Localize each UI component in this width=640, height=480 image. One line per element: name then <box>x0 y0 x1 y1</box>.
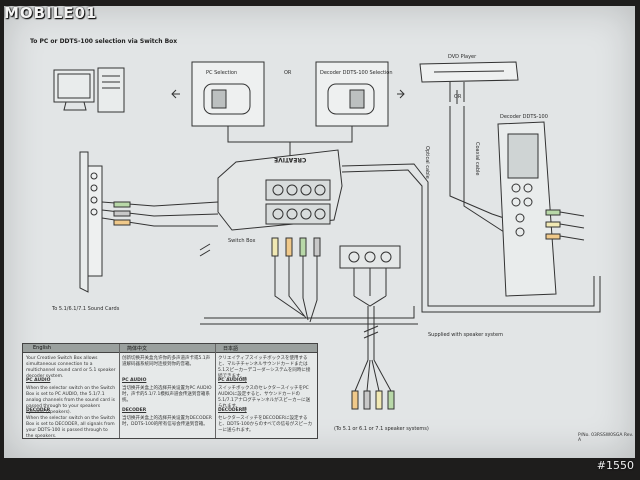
japanese-pc-audio: PC AUDIO時 <box>218 378 247 383</box>
connection-diagram <box>53 61 601 410</box>
language-table: English 简体中文 日本語 Your Creative Switch Bo… <box>22 343 318 439</box>
computer-icon <box>53 67 125 113</box>
switch-box-label: Switch Box <box>228 238 256 244</box>
or-dvd-label: OR <box>454 94 462 100</box>
header-english: English <box>33 345 52 351</box>
part-number: P/No. 03RSSW0SGA Rev. A <box>578 433 634 443</box>
instruction-sheet: To PC or DDTS-100 selection via Switch B… <box>4 6 635 458</box>
japanese-decoder: DECODER時 <box>218 408 247 413</box>
english-decoder-text: When the selector switch on the Switch B… <box>26 416 116 439</box>
dvd-player-label: DVD Player <box>448 54 477 60</box>
chinese-pc-text: 当切换开关盒上的选择开关设置为PC AUDIO时，声卡的5.1/7.1模拟声道会… <box>122 386 212 403</box>
diagram-title: To PC or DDTS-100 selection via Switch B… <box>30 38 178 45</box>
or-label: OR <box>284 70 292 76</box>
supplied-label: Supplied with speaker system <box>428 332 503 338</box>
chinese-pc-audio: PC AUDIO <box>122 378 147 383</box>
header-japanese: 日本語 <box>223 346 239 352</box>
header-chinese: 简体中文 <box>127 346 148 352</box>
decoder-label: Decoder DDTS-100 <box>500 114 548 120</box>
english-pc-text: When the selector switch on the Switch B… <box>26 386 116 415</box>
optical-cable-label: Optical cable <box>424 146 430 179</box>
english-decoder: DECODER <box>26 408 51 413</box>
speakers-note: (To 5.1 or 6.1 or 7.1 speaker systems) <box>334 426 429 432</box>
decoder-selection-label: Decoder DDTS-100 Selection <box>320 70 393 76</box>
sound-cards-label: To 5.1/6.1/7.1 Sound Cards <box>52 306 120 312</box>
chinese-decoder: DECODER <box>122 408 147 413</box>
watermark-photo-id: #1550 <box>596 459 634 472</box>
coaxial-cable-label: Coaxial cable <box>474 142 480 176</box>
chinese-decoder-text: 当切换开关盒上的选择开关设置为DECODER时，DDTS-100的所有信号会传送… <box>122 416 212 427</box>
japanese-intro: クリエイティブスイッチボックスを使用すると、マルチチャンネルサウンドカードまたは… <box>218 356 311 379</box>
table-header: English 简体中文 日本語 <box>23 344 317 353</box>
chinese-intro: 创新切换开关盒允许你的多声道声卡或5.1声道解码器系统同时连接到你的音箱。 <box>122 356 211 367</box>
japanese-decoder-text: セレクタースイッチをDECODERに設定すると、DDTS-100からのすべての信… <box>218 416 313 433</box>
pc-selection-label: PC Selection <box>206 70 238 76</box>
japanese-pc-text: スイッチボックスのセレクタースイッチをPC AUDIOに設定すると、サウンドカー… <box>218 386 311 409</box>
watermark-logo: MOBILE01 <box>4 4 98 22</box>
english-intro: Your Creative Switch Box allows simultan… <box>26 356 116 379</box>
english-pc-audio: PC AUDIO <box>26 378 51 383</box>
switch-brand-label: CREATIVE <box>274 156 307 163</box>
